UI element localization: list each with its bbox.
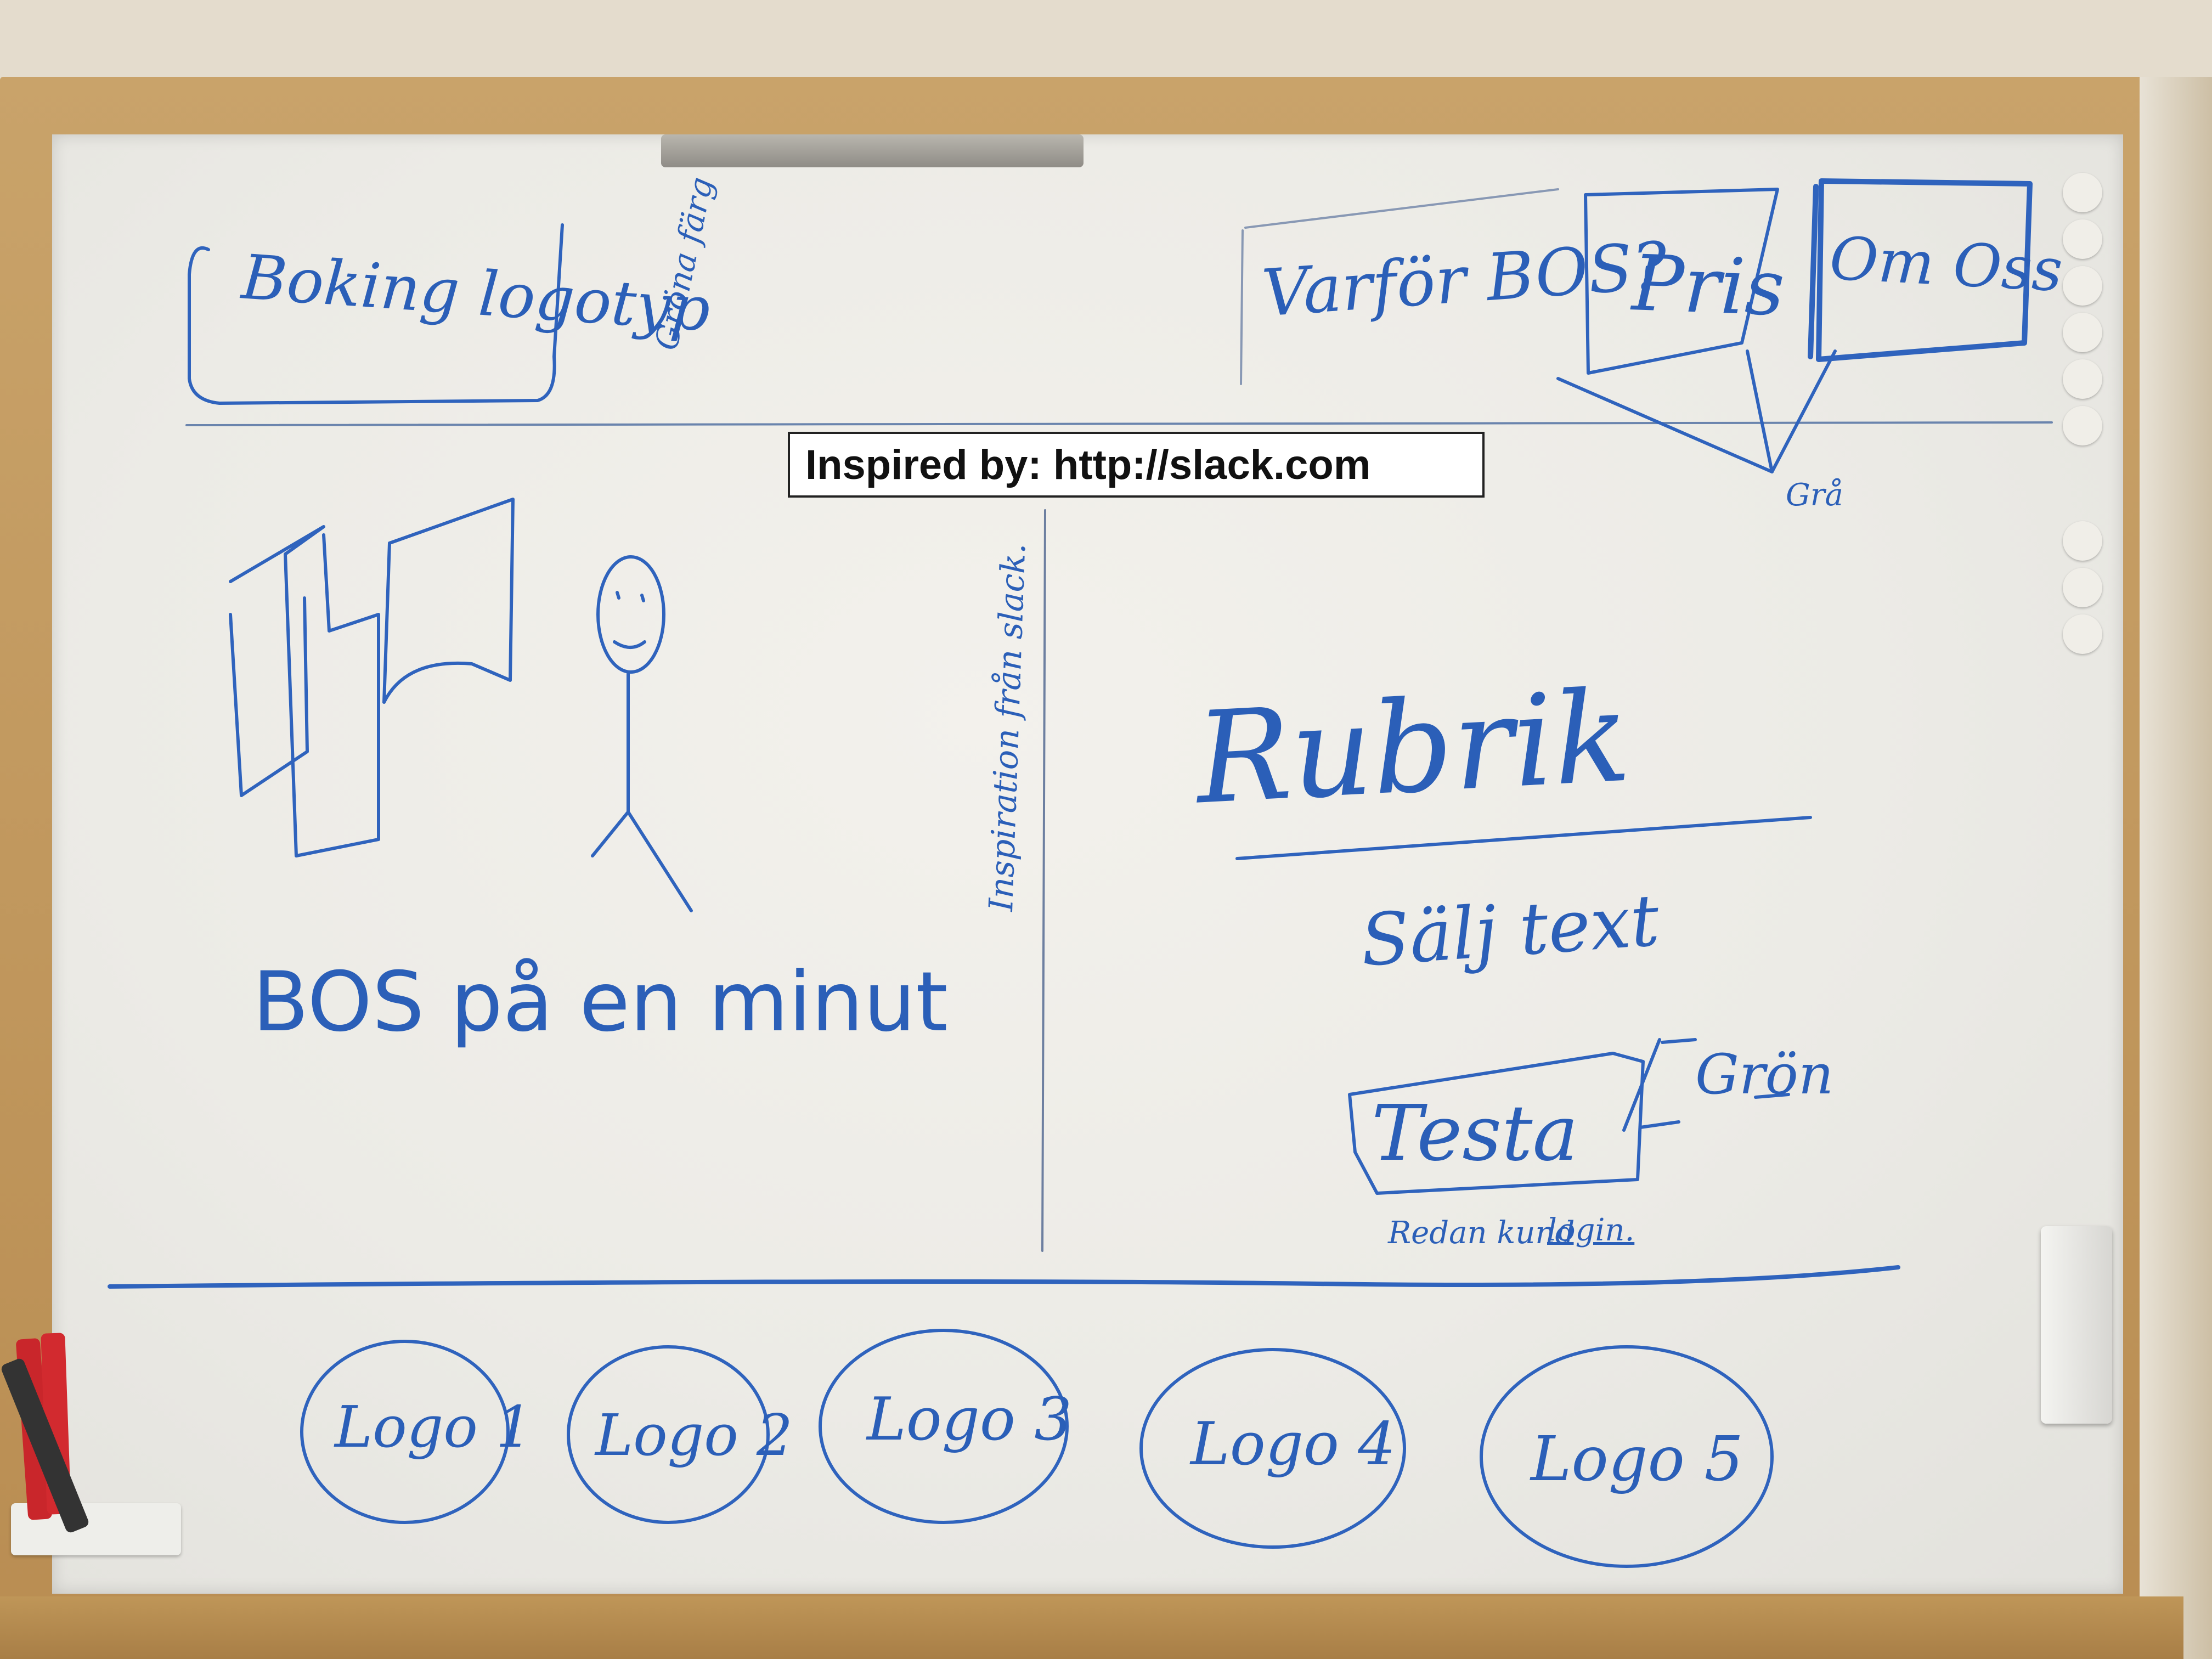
whiteboard [52,134,2123,1594]
about-box-outline [1816,178,2033,362]
footer-logo-4: Logo 4 [1190,1410,1396,1479]
magnet [2063,406,2102,445]
cta-button-label: Testa [1372,1089,1578,1178]
cta-button-outline [1348,1052,1645,1195]
content-heading: Rubrik [1192,663,1634,833]
magnet [2063,568,2102,607]
nav-about-label: Om Oss [1828,224,2064,306]
magnet [2063,219,2102,259]
heading-underline [1235,816,1812,860]
nav-price-label: Pris [1630,239,1786,334]
magnet [2063,359,2102,399]
footer-logo-2: Logo 2 [595,1402,793,1469]
cta-color-note: Grön [1695,1042,1834,1107]
footer-logo-circle-4 [1139,1348,1406,1549]
login-link: login. [1547,1212,1635,1248]
frame-rail [2140,77,2212,1659]
nav-separator [1240,229,1244,385]
footer-logo-3: Logo 3 [867,1385,1072,1454]
magnet [2063,266,2102,306]
illustration-screen [229,596,309,797]
footer-logo-5: Logo 5 [1531,1424,1743,1495]
footer-logo-circle-3 [819,1329,1069,1524]
stick-figure-body [591,670,693,912]
marker-tray [0,1596,2183,1659]
nav-color-note: Grå [1786,477,1843,513]
note-arrow [1556,349,1774,473]
whiteboard-eraser [2041,1226,2112,1424]
footer-divider [108,1265,1900,1289]
magnet [2063,521,2102,561]
column-divider [1041,509,1046,1252]
price-box-outline [1584,188,1779,375]
nav-top-line [1244,188,1559,229]
note-arrow [1770,349,1837,473]
footer-logo-circle-5 [1480,1345,1774,1568]
cta-note-arrow [1622,1038,1661,1132]
magnet [2063,173,2102,212]
footer-logo-circle-2 [567,1345,770,1524]
board-clip [661,134,1084,167]
wall [0,0,2212,82]
magnet [2063,614,2102,654]
login-text: Redan kund [1388,1215,1575,1251]
magnet [2063,313,2102,352]
footer-logo-circle-1 [300,1340,510,1524]
logo-box-outline [188,223,564,405]
hero-tagline: BOS på en minut [252,955,948,1050]
header-divider [185,421,2053,426]
illustration-screen [382,498,515,704]
footer-logo-1: Logo 1 [335,1393,533,1460]
source-caption: Inspired by: http://slack.com [788,432,1485,498]
caption-text: Inspired by: http://slack.com [805,441,1371,488]
illustration-screens [229,525,380,857]
stick-figure-head [596,555,665,674]
